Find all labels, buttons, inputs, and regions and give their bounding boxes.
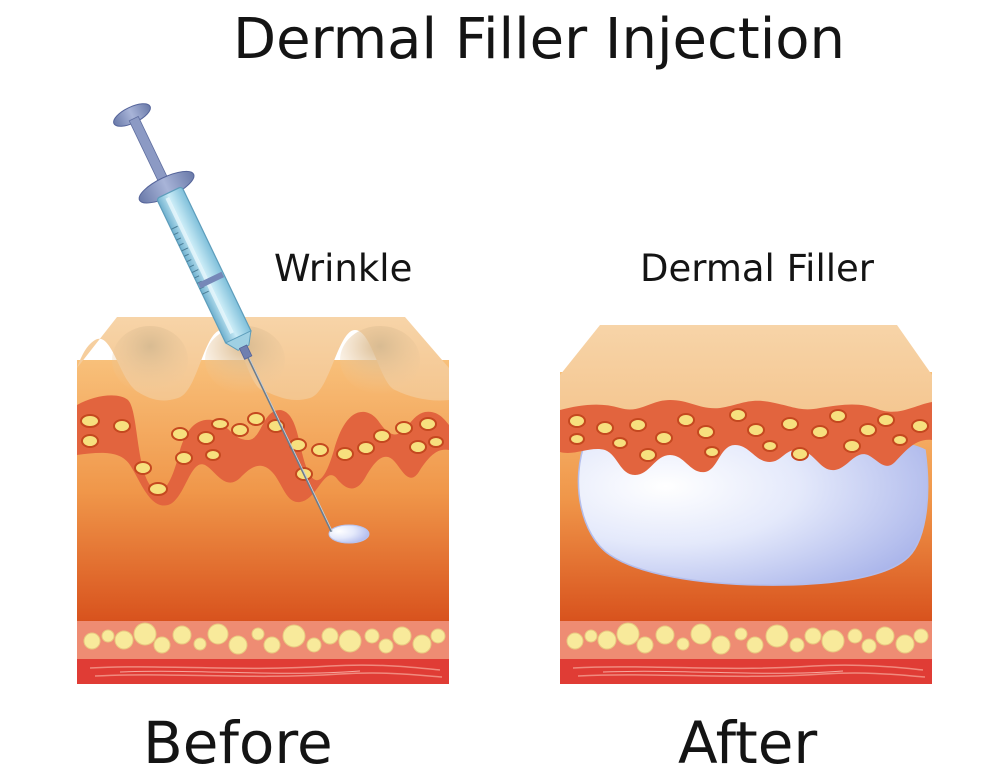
after-cells xyxy=(568,408,929,462)
syringe-icon xyxy=(113,103,333,533)
before-cells xyxy=(80,412,444,496)
before-dermis xyxy=(77,360,449,622)
diagram-title: Dermal Filler Injection xyxy=(233,7,846,72)
after-fat-cells xyxy=(566,622,929,655)
after-label: After xyxy=(678,709,818,777)
before-fat-cells xyxy=(83,622,446,655)
before-skin-block xyxy=(77,317,449,684)
after-epidermis xyxy=(560,325,932,425)
dermal-filler-label: Dermal Filler xyxy=(640,247,874,290)
wrinkle-label: Wrinkle xyxy=(274,247,413,290)
before-label: Before xyxy=(143,709,333,777)
filler-droplet-icon xyxy=(328,524,370,544)
needle-icon xyxy=(246,356,333,533)
before-papillary-layer xyxy=(77,395,449,506)
after-skin-block xyxy=(560,325,932,684)
